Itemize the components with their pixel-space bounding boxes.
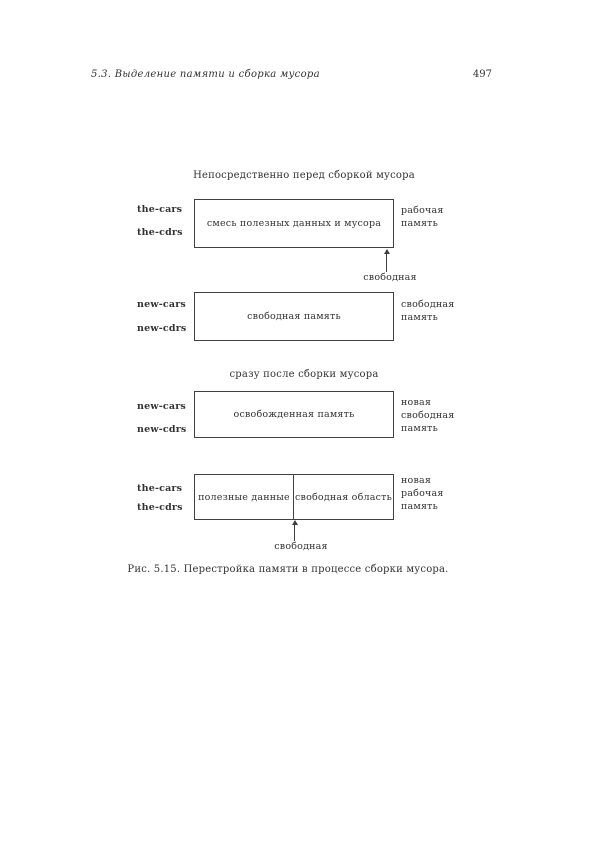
- side-note-new-free-memory: новая свободная память: [401, 397, 455, 434]
- memory-box-useful-data: полезные данные: [195, 475, 294, 519]
- side-note-free-memory: свободная память: [401, 299, 455, 323]
- memory-box-freed-memory: освобожденная память: [194, 391, 394, 438]
- free-pointer-label: свободная: [274, 541, 328, 552]
- memory-box-text: свободная память: [247, 311, 341, 322]
- up-arrow-icon: [291, 520, 298, 541]
- side-note-working-memory: рабочая память: [401, 205, 444, 229]
- memory-box-text: освобожденная память: [233, 409, 355, 420]
- figure-title-before-gc: Непосредственно перед сборкой мусора: [193, 170, 415, 181]
- register-label-the-cars: the-cars: [137, 483, 183, 494]
- page-number: 497: [472, 69, 492, 80]
- free-pointer-label: свободная: [363, 272, 417, 283]
- memory-box-new-working: полезные данные свободная область: [194, 474, 394, 520]
- register-label-the-cdrs: the-cdrs: [137, 227, 183, 238]
- register-label-new-cdrs: new-cdrs: [137, 424, 187, 435]
- up-arrow-icon: [383, 249, 390, 272]
- running-head-section: 5.3. Выделение памяти и сборка мусора: [91, 69, 320, 80]
- memory-box-free-memory: свободная память: [194, 292, 394, 341]
- figure-caption: Рис. 5.15. Перестройка памяти в процессе…: [127, 564, 449, 575]
- memory-box-mixed-data: смесь полезных данных и мусора: [194, 199, 394, 248]
- memory-box-text: смесь полезных данных и мусора: [206, 218, 382, 229]
- register-label-new-cars: new-cars: [137, 299, 186, 310]
- memory-box-free-area: свободная область: [295, 491, 392, 503]
- side-note-new-working-memory: новая рабочая память: [401, 475, 444, 512]
- register-label-the-cars: the-cars: [137, 204, 183, 215]
- register-label-new-cdrs: new-cdrs: [137, 323, 187, 334]
- register-label-new-cars: new-cars: [137, 401, 186, 412]
- figure-title-after-gc: сразу после сборки мусора: [229, 369, 379, 380]
- register-label-the-cdrs: the-cdrs: [137, 502, 183, 513]
